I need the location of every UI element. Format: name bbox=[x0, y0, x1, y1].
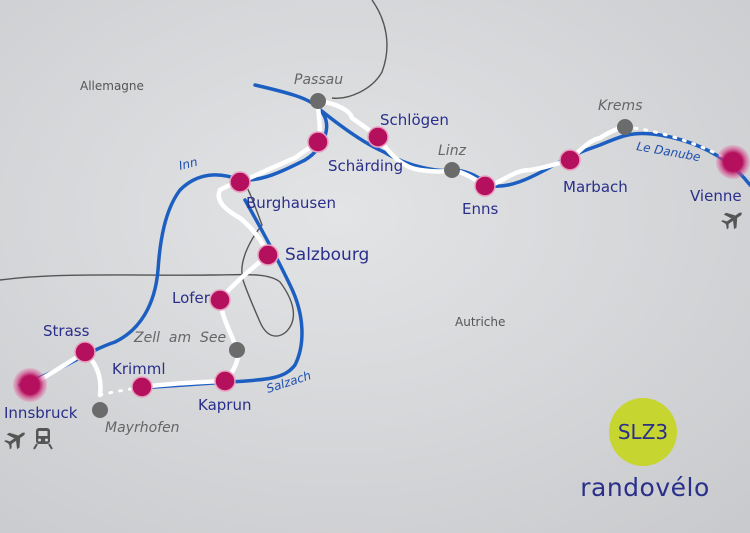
stage-point-enns bbox=[474, 175, 496, 197]
stage-point-salzbourg bbox=[257, 244, 279, 266]
train-icon bbox=[33, 428, 53, 450]
borders bbox=[0, 0, 388, 337]
trip-code: SLZ3 bbox=[618, 420, 668, 444]
border-germany-austria bbox=[0, 181, 295, 337]
transit-point-mayrhofen bbox=[92, 402, 108, 418]
stage-label-strass: Strass bbox=[43, 322, 90, 340]
transit-point-krems bbox=[617, 119, 633, 135]
stage-point-innsbruck bbox=[13, 368, 47, 402]
river-danube bbox=[253, 83, 750, 188]
stage-label-scharding: Schärding bbox=[328, 157, 403, 175]
stage-point-lofer bbox=[209, 289, 231, 311]
river-inn bbox=[18, 106, 329, 387]
stage-label-schlogen: Schlögen bbox=[380, 111, 449, 129]
trip-code-badge bbox=[609, 398, 677, 466]
country-label-germany: Allemagne bbox=[80, 79, 144, 93]
transit-label-linz: Linz bbox=[438, 143, 467, 159]
stage-label-innsbruck: Innsbruck bbox=[4, 404, 78, 422]
stage-label-enns: Enns bbox=[462, 200, 498, 218]
stage-label-marbach: Marbach bbox=[563, 178, 628, 196]
transit-label-zell-am-see: Zell am See bbox=[133, 330, 226, 346]
stage-label-lofer: Lofer bbox=[172, 289, 211, 307]
stage-point-marbach bbox=[559, 149, 581, 171]
route-dotted-krems-vienne bbox=[623, 125, 732, 162]
stage-point-burghausen bbox=[229, 171, 251, 193]
transit-point-zell-am-see bbox=[229, 342, 245, 358]
stage-label-vienne: Vienne bbox=[690, 187, 742, 205]
transit-label-krems: Krems bbox=[598, 98, 642, 114]
stage-label-kaprun: Kaprun bbox=[198, 396, 251, 414]
stage-point-vienne bbox=[716, 145, 750, 179]
stage-label-salzbourg: Salzbourg bbox=[285, 245, 369, 265]
stage-points bbox=[13, 126, 750, 402]
country-label-austria: Autriche bbox=[455, 315, 505, 329]
airplane-icon bbox=[721, 212, 743, 230]
transit-point-linz bbox=[444, 162, 460, 178]
transit-label-passau: Passau bbox=[294, 72, 343, 88]
stage-point-scharding bbox=[307, 131, 329, 153]
stage-point-schlogen bbox=[367, 126, 389, 148]
transit-points bbox=[92, 93, 633, 418]
stage-label-krimml: Krimml bbox=[112, 360, 166, 378]
transit-point-passau bbox=[310, 93, 326, 109]
brand-logo-text: randovélo bbox=[580, 473, 710, 502]
airplane-icon bbox=[4, 432, 26, 450]
stage-point-kaprun bbox=[214, 370, 236, 392]
transit-label-mayrhofen: Mayrhofen bbox=[105, 420, 180, 436]
stage-point-strass bbox=[74, 341, 96, 363]
border-germany-czech bbox=[331, 0, 388, 99]
stage-point-krimml bbox=[131, 376, 153, 398]
stage-label-burghausen: Burghausen bbox=[246, 194, 336, 212]
river-label-inn: Inn bbox=[177, 155, 199, 173]
